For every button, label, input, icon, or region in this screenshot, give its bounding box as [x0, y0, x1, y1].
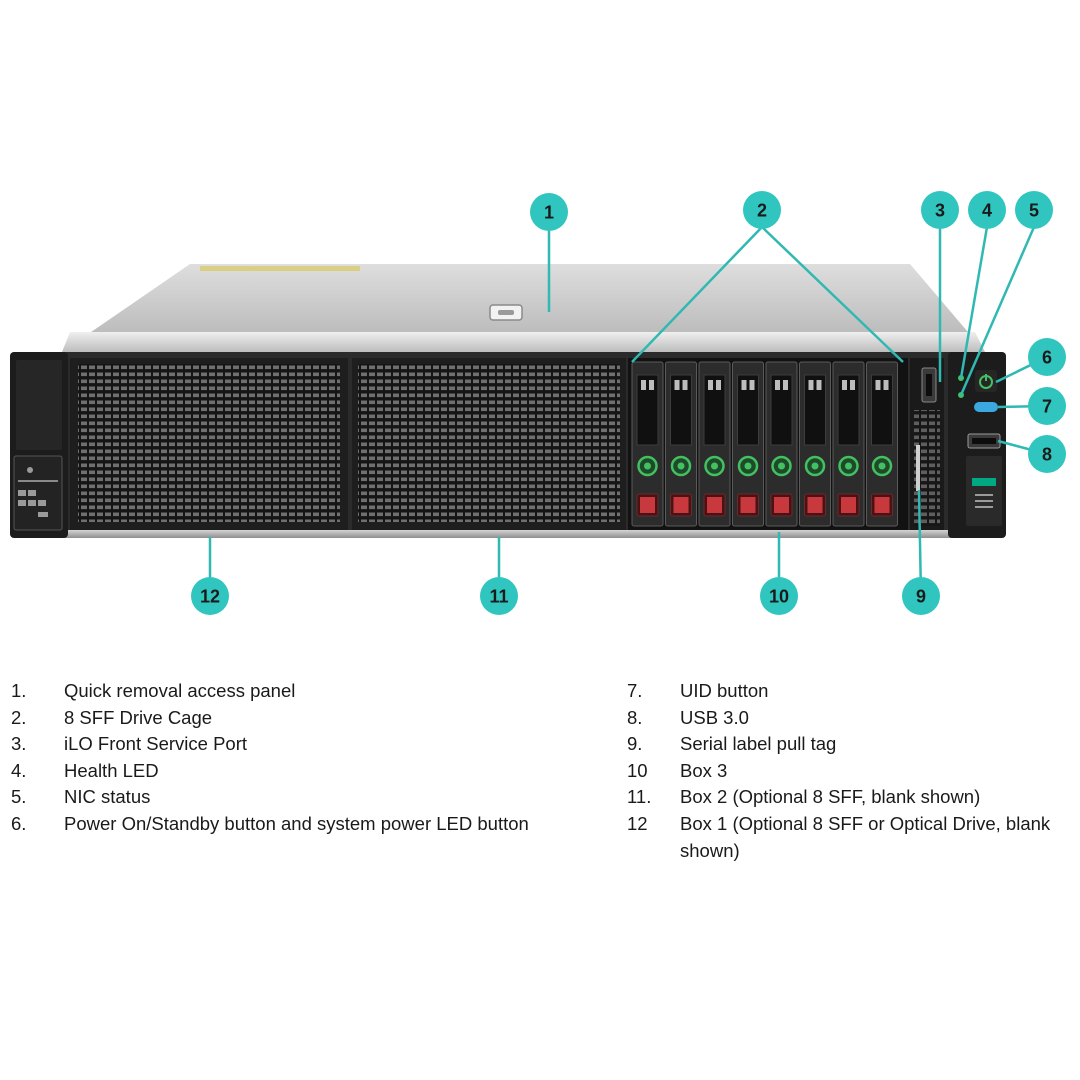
callout-number: 3	[935, 201, 945, 221]
legend-number: 1.	[11, 680, 27, 701]
legend-label: Power On/Standby button and system power…	[64, 812, 529, 834]
drive-release-latch[interactable]	[707, 497, 722, 513]
left-rack-ear	[10, 352, 68, 538]
callout-number: 10	[769, 587, 789, 607]
callout-4: 4	[968, 191, 1006, 229]
box-3-drive-cage	[628, 358, 908, 530]
callout-2: 2	[743, 191, 781, 229]
right-control-panel	[910, 352, 1006, 538]
usb-3-port[interactable]	[967, 433, 1001, 449]
drive-bay[interactable]	[631, 361, 664, 527]
legend-label: Quick removal access panel	[64, 680, 296, 701]
legend-number: 4.	[11, 759, 27, 781]
legend-number: 2.	[11, 706, 27, 728]
drive-release-latch[interactable]	[874, 497, 890, 513]
legend-right-column: 7. UID button 8. USB 3.0 9. Serial label…	[627, 678, 1077, 864]
drive-release-latch[interactable]	[740, 497, 756, 513]
legend-item: 12 Box 1 (Optional 8 SFF or Optical Driv…	[627, 811, 1077, 864]
legend-item: 11. Box 2 (Optional 8 SFF, blank shown)	[627, 784, 1077, 811]
legend-number: 6.	[11, 812, 27, 834]
ilo-service-port[interactable]	[921, 367, 937, 403]
legend-item: 7. UID button	[627, 678, 1077, 705]
callout-number: 12	[200, 587, 220, 607]
legend-number: 8.	[627, 706, 643, 728]
callout-number: 6	[1042, 348, 1052, 368]
legend-item: 5. NIC status	[11, 784, 591, 811]
drive-bay[interactable]	[832, 361, 865, 527]
legend-item: 6. Power On/Standby button and system po…	[11, 811, 591, 838]
legend-item: 2. 8 SFF Drive Cage	[11, 705, 591, 732]
legend-number: 9.	[627, 733, 643, 755]
drive-release-latch[interactable]	[807, 497, 823, 513]
power-button[interactable]	[975, 370, 997, 392]
legend-label: UID button	[680, 680, 769, 701]
drive-release-latch[interactable]	[673, 497, 689, 513]
legend-item: 9. Serial label pull tag	[627, 731, 1077, 758]
legend-label: 8 SFF Drive Cage	[64, 706, 213, 728]
legend-item: 4. Health LED	[11, 758, 591, 785]
legend-label: Serial label pull tag	[680, 733, 837, 755]
box-1-blank	[70, 358, 348, 530]
legend-number: 7.	[627, 680, 643, 701]
legend-item: 1. Quick removal access panel	[11, 678, 591, 705]
box-2-blank	[352, 358, 626, 530]
drive-bay[interactable]	[732, 361, 764, 527]
callout-10: 10	[760, 577, 798, 615]
callout-6: 6	[1028, 338, 1066, 376]
callout-number: 4	[982, 201, 992, 221]
legend-number: 5.	[11, 786, 27, 808]
drive-release-latch[interactable]	[841, 497, 856, 513]
legend-label: NIC status	[64, 786, 151, 808]
callout-number: 7	[1042, 397, 1052, 417]
legend-left-column: 1. Quick removal access panel 2. 8 SFF D…	[11, 678, 591, 838]
callout-3: 3	[921, 191, 959, 229]
callout-8: 8	[1028, 435, 1066, 473]
legend-item: 10 Box 3	[627, 758, 1077, 785]
legend-number: 3.	[11, 733, 27, 755]
legend-label: Box 1 (Optional 8 SFF or Optical Drive, …	[680, 812, 1051, 861]
callout-number: 9	[916, 587, 926, 607]
legend-label: Box 3	[680, 759, 728, 781]
legend-number: 12	[627, 812, 648, 834]
callout-number: 2	[757, 201, 767, 221]
callout-11: 11	[480, 577, 518, 615]
drive-bay[interactable]	[799, 361, 831, 527]
legend-item: 3. iLO Front Service Port	[11, 731, 591, 758]
callout-number: 1	[544, 203, 554, 223]
callout-number: 11	[489, 587, 508, 607]
callout-7: 7	[1028, 387, 1066, 425]
drive-release-latch[interactable]	[640, 497, 655, 513]
callout-9: 9	[902, 577, 940, 615]
drive-bay[interactable]	[765, 361, 798, 527]
hpe-logo-icon	[27, 467, 33, 473]
legend-label: iLO Front Service Port	[64, 733, 248, 755]
drive-bay[interactable]	[698, 361, 731, 527]
legend-label: Box 2 (Optional 8 SFF, blank shown)	[680, 786, 981, 808]
legend-number: 10	[627, 759, 648, 781]
access-panel	[62, 264, 985, 352]
drive-bay[interactable]	[866, 361, 898, 527]
drive-bay[interactable]	[665, 361, 697, 527]
callout-5: 5	[1015, 191, 1053, 229]
callout-1: 1	[530, 193, 568, 231]
callout-12: 12	[191, 577, 229, 615]
legend-label: Health LED	[64, 759, 159, 781]
callout-number: 5	[1029, 201, 1039, 221]
drive-release-latch[interactable]	[774, 497, 789, 513]
callout-number: 8	[1042, 445, 1052, 465]
legend-number: 11.	[627, 786, 652, 808]
legend-label: USB 3.0	[680, 706, 749, 728]
usb-port-icon	[972, 438, 996, 444]
legend-item: 8. USB 3.0	[627, 705, 1077, 732]
uid-button[interactable]	[974, 402, 998, 412]
serial-label-pull-tag[interactable]	[916, 445, 920, 491]
